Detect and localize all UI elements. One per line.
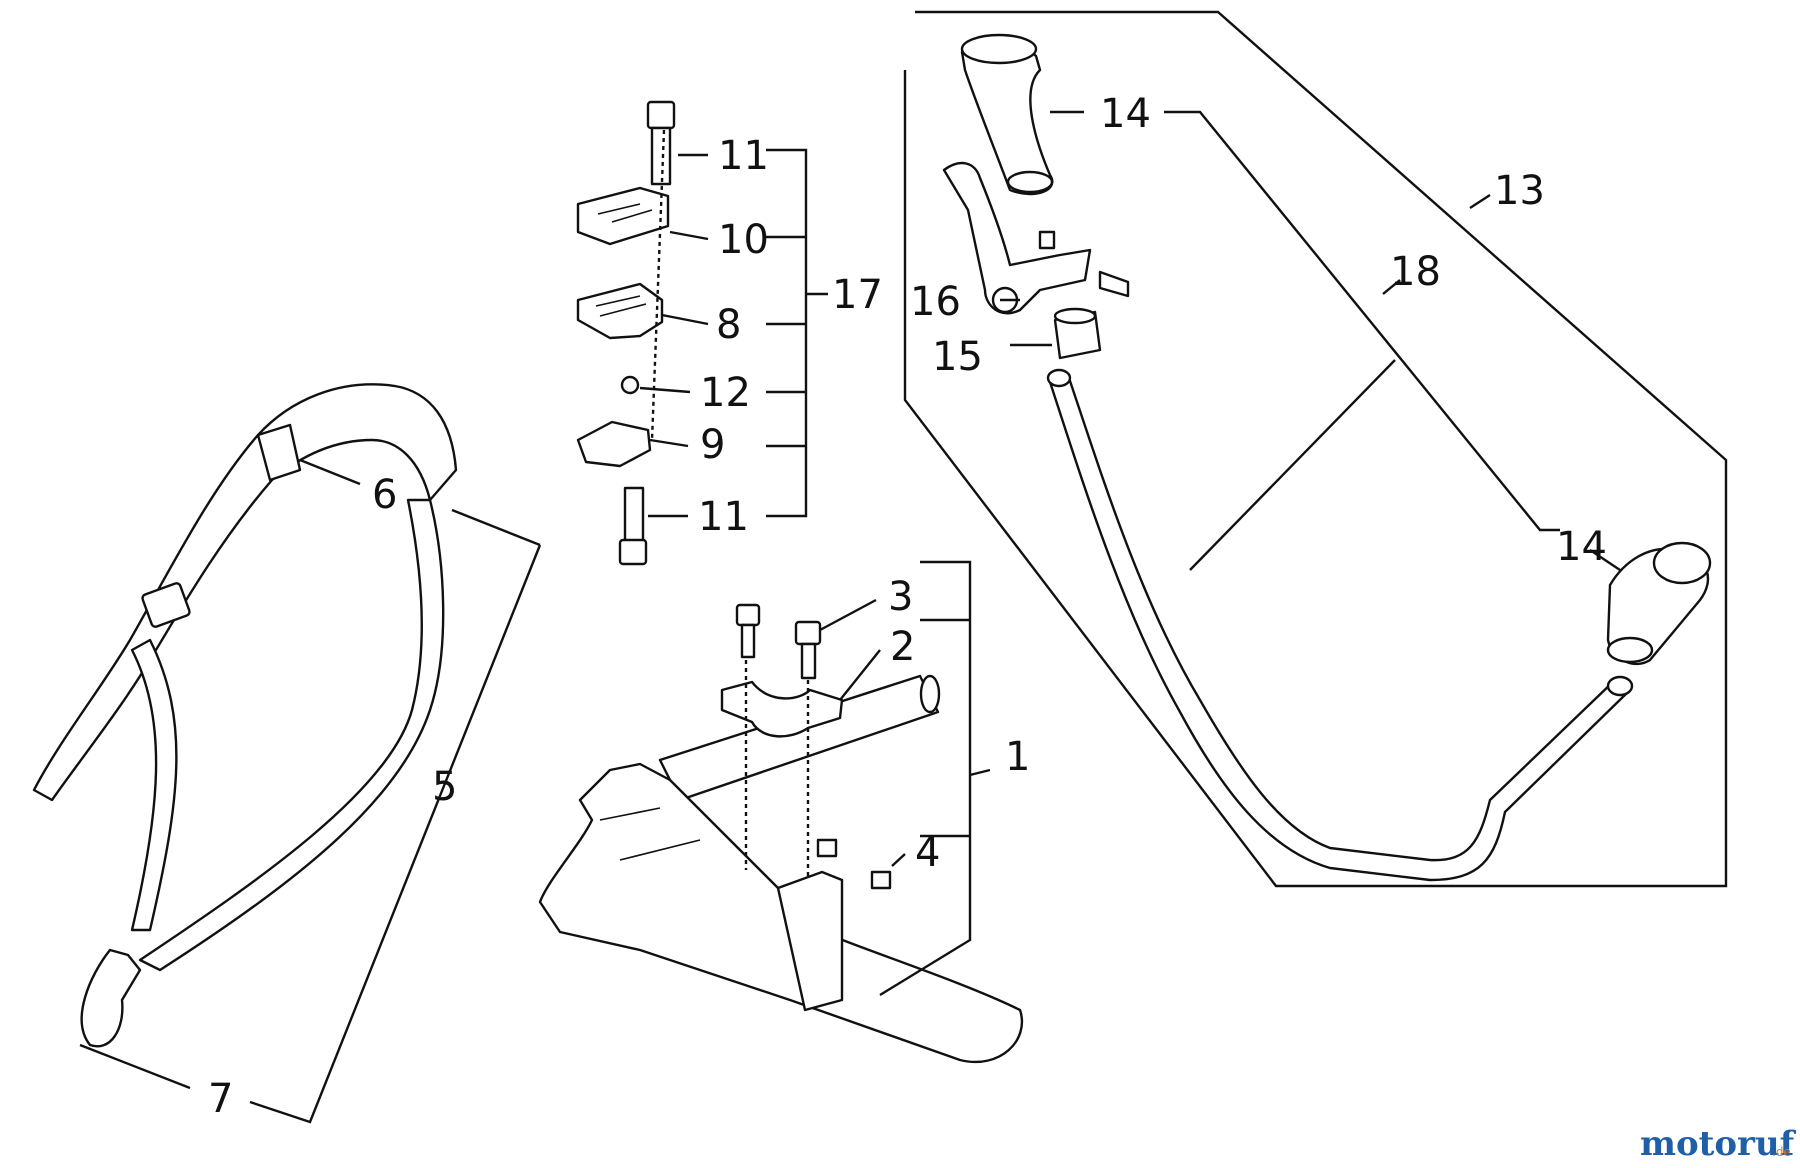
callout-17: 17: [832, 272, 883, 318]
shoulder-strap: [32, 383, 458, 972]
bolt-2: [794, 620, 822, 680]
callout-14a: 14: [1100, 91, 1151, 137]
callout-labels: 1 2 3 4 5 6 7 8 9 10 11 11 12 13 14 14 1…: [208, 91, 1607, 1122]
callout-7: 7: [208, 1076, 233, 1122]
callout-3: 3: [888, 574, 913, 620]
callout-6: 6: [372, 472, 397, 518]
clamp-plate: [720, 680, 844, 738]
callout-13: 13: [1494, 168, 1545, 214]
nut-4a: [816, 838, 838, 858]
housing-body: [538, 762, 1023, 1063]
bolt-3: [735, 603, 761, 659]
clamp-body: [576, 282, 664, 340]
washer: [620, 375, 640, 395]
callout-11b: 11: [698, 494, 749, 540]
callout-14b: 14: [1556, 524, 1607, 570]
callout-15: 15: [932, 334, 983, 380]
handle-grip-upper: [960, 33, 1054, 196]
callout-8: 8: [716, 302, 741, 348]
watermark-brand: motoruf: [1640, 1124, 1797, 1164]
watermark: motoruf .de: [1640, 1124, 1797, 1164]
callout-10: 10: [718, 217, 769, 263]
strap-hook: [80, 948, 142, 1048]
handlebar-assembly-frame: [903, 10, 1728, 888]
callout-9: 9: [700, 422, 725, 468]
bolt-upper: [646, 100, 676, 186]
callout-2: 2: [890, 624, 915, 670]
callout-12: 12: [700, 370, 751, 416]
shaft-tube: [658, 674, 941, 802]
clamp-cap: [576, 186, 670, 246]
clamp-lower: [576, 420, 652, 468]
callout-5: 5: [432, 764, 457, 810]
callout-16: 16: [910, 279, 961, 325]
handlebar-tube: [1046, 368, 1634, 882]
nut-4b: [870, 870, 892, 890]
collar-bushing: [1053, 307, 1102, 360]
callout-11a: 11: [718, 133, 769, 179]
watermark-suffix: .de: [1772, 1145, 1791, 1159]
bolt-lower: [618, 486, 648, 566]
callout-4: 4: [915, 830, 940, 876]
callout-18: 18: [1390, 249, 1441, 295]
handle-grip-lower: [1606, 541, 1712, 666]
callout-1: 1: [1005, 734, 1030, 780]
leader-lines: [79, 110, 1621, 1124]
